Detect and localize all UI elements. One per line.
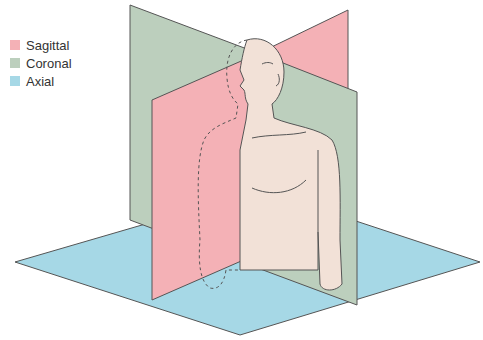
legend-swatch [10,58,20,68]
eye-line [262,63,273,65]
chest-line [252,180,306,193]
legend-swatch [10,76,20,86]
legend: SagittalCoronalAxial [10,36,72,90]
legend-label: Sagittal [26,38,69,53]
legend-label: Axial [26,74,54,89]
collarbone-line [252,132,306,138]
ear-line [276,74,279,86]
legend-row: Sagittal [10,36,72,54]
torso-figure [240,39,342,290]
legend-row: Axial [10,72,72,90]
legend-label: Coronal [26,56,72,71]
arm-line [318,150,319,232]
legend-row: Coronal [10,54,72,72]
legend-swatch [10,40,20,50]
